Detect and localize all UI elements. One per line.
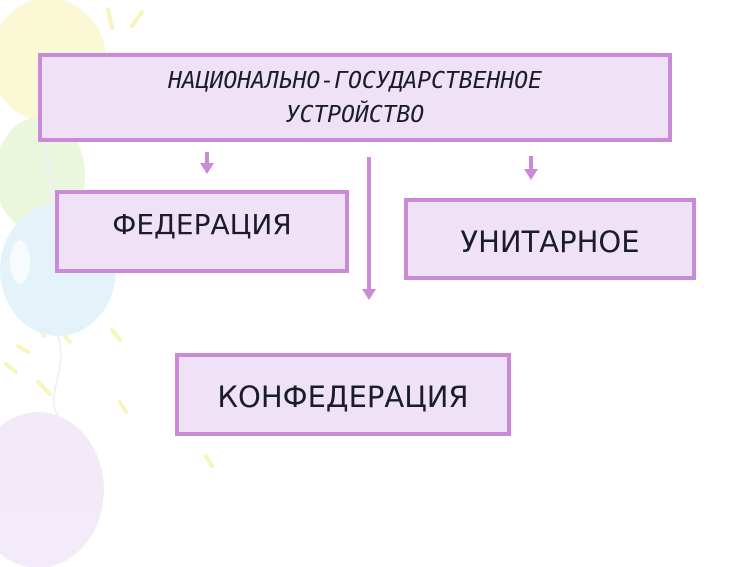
- confederation-label: КОНФЕДЕРАЦИЯ: [217, 379, 469, 414]
- root-node-title-line2: УСТРОЙСТВО: [285, 101, 425, 128]
- arrow-to-federation: [200, 152, 214, 174]
- unitary-node-box: УНИТАРНОЕ: [404, 198, 696, 280]
- confederation-node-box: КОНФЕДЕРАЦИЯ: [175, 353, 511, 436]
- federation-node-box: ФЕДЕРАЦИЯ: [55, 190, 349, 273]
- arrow-to-confederation: [362, 157, 376, 300]
- arrow-to-unitary: [524, 156, 538, 180]
- unitary-label: УНИТАРНОЕ: [460, 225, 640, 259]
- root-node-box: НАЦИОНАЛЬНО-ГОСУДАРСТВЕННОЕ УСТРОЙСТВО: [38, 53, 672, 142]
- root-node-title-line1: НАЦИОНАЛЬНО-ГОСУДАРСТВЕННОЕ: [168, 67, 542, 94]
- federation-label: ФЕДЕРАЦИЯ: [112, 208, 292, 241]
- purple-balloon: [0, 412, 104, 567]
